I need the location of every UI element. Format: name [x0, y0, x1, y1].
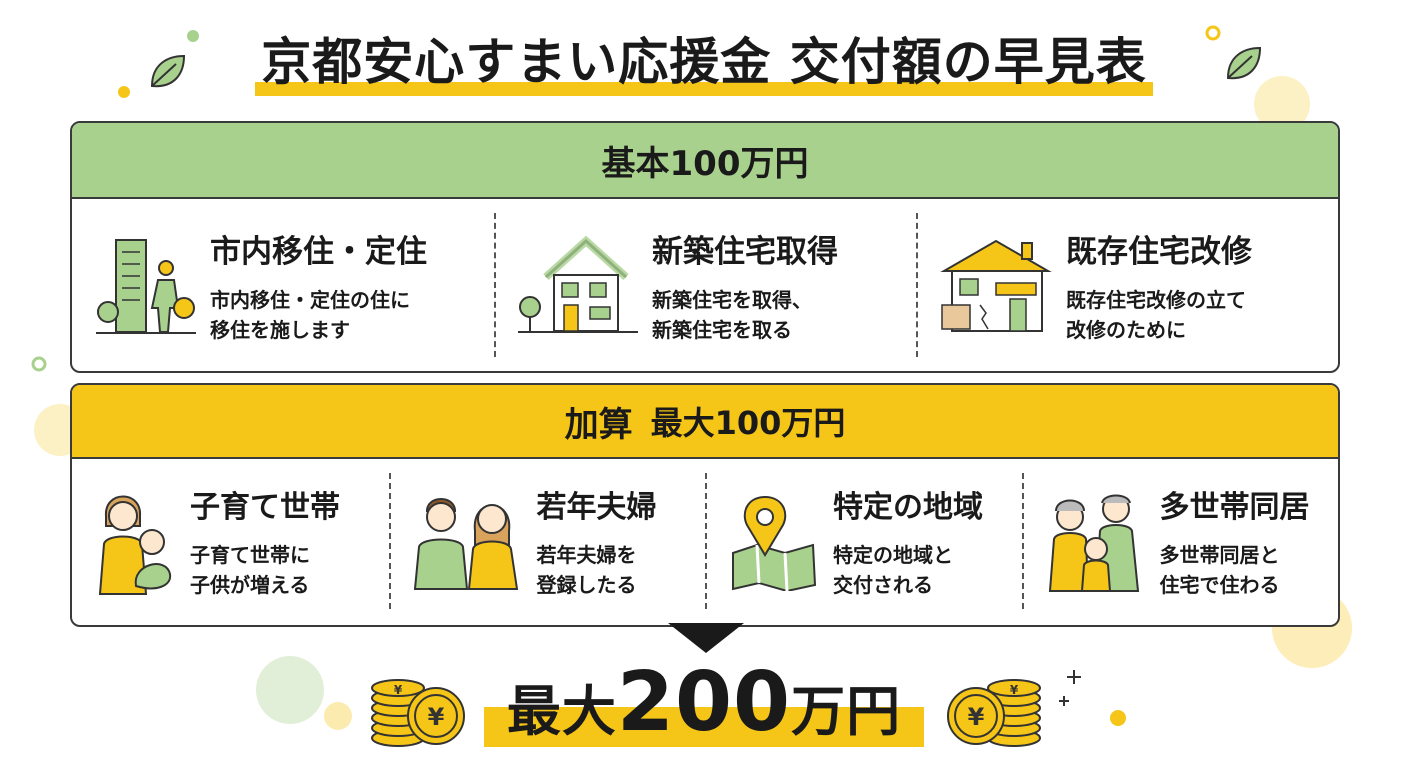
young-couple-icon	[413, 498, 518, 590]
total-amount: 最大200万円	[484, 655, 924, 751]
total-highlight	[484, 707, 924, 747]
basic-item-title: 市内移住・定住	[210, 233, 427, 270]
addition-item-title: 特定の地域	[833, 490, 983, 525]
addition-item-title: 多世帯同居	[1159, 490, 1310, 525]
down-arrow-icon	[668, 623, 744, 653]
leaf-icon	[1226, 46, 1262, 80]
multi-generation-icon	[1048, 494, 1139, 592]
addition-item-desc: 特定の地域と 交付される	[833, 543, 953, 597]
basic-item-desc: 市内移住・定住の住に 移住を施します	[210, 287, 410, 342]
basic-item-desc: 新築住宅を取得、 新築住宅を取る	[652, 287, 812, 342]
addition-item-desc: 若年夫婦を 登録したる	[536, 543, 637, 597]
total-suffix: 万円	[791, 680, 902, 743]
total-number: 200	[616, 655, 792, 750]
renovation-house-icon	[940, 239, 1052, 332]
basic-item-new-house: 新築住宅取得 新築住宅を取得、 新築住宅を取る	[494, 199, 916, 371]
new-house-icon	[518, 235, 638, 333]
leaf-icon	[150, 54, 186, 88]
addition-item-multi-generation: 多世帯同居 多世帯同居と 住宅で住わる	[1021, 459, 1339, 623]
basic-item-desc: 既存住宅改修の立て 改修のために	[1066, 287, 1246, 342]
parent-child-icon	[98, 495, 172, 595]
addition-heading-main: 加算	[564, 404, 633, 445]
addition-item-young-couple: 若年夫婦 若年夫婦を 登録したる	[388, 459, 706, 623]
yen-coins-icon: ¥ ¥	[947, 679, 1041, 747]
svg-text:¥: ¥	[968, 703, 985, 731]
svg-text:¥: ¥	[1010, 683, 1019, 697]
total-prefix: 最大	[506, 680, 617, 743]
map-pin-icon	[732, 495, 817, 591]
addition-item-desc: 子育て世帯に 子供が増える	[190, 543, 310, 597]
addition-heading-sub: 最大100万円	[650, 404, 846, 442]
basic-heading: 基本100万円	[72, 123, 1338, 199]
addition-item-childcare: 子育て世帯 子育て世帯に 子供が増える	[72, 459, 389, 623]
basic-item-title: 新築住宅取得	[652, 233, 838, 270]
svg-text:¥: ¥	[394, 683, 403, 697]
city-mover-icon	[96, 239, 196, 334]
yen-coins-icon: ¥ ¥	[371, 679, 465, 747]
basic-item-title: 既存住宅改修	[1066, 233, 1252, 270]
page-title: 京都安心すまい応援金 交付額の早見表	[255, 26, 1154, 98]
svg-text:¥: ¥	[428, 703, 445, 731]
addition-item-title: 若年夫婦	[536, 490, 657, 525]
basic-item-renovation: 既存住宅改修 既存住宅改修の立て 改修のために	[916, 199, 1338, 371]
addition-item-title: 子育て世帯	[190, 490, 340, 525]
basic-item-relocation: 市内移住・定住 市内移住・定住の住に 移住を施します	[72, 199, 494, 371]
addition-heading: 加算 最大100万円	[72, 385, 1338, 459]
addition-item-desc: 多世帯同居と 住宅で住わる	[1159, 543, 1280, 597]
addition-item-specific-area: 特定の地域 特定の地域と 交付される	[705, 459, 1022, 623]
basic-section: 基本100万円 市内移住・定住 市内移住・定住の住に 移住を施します	[70, 121, 1340, 373]
addition-section: 加算 最大100万円 子育て世帯 子育て世帯に 子供が増える	[70, 383, 1340, 627]
